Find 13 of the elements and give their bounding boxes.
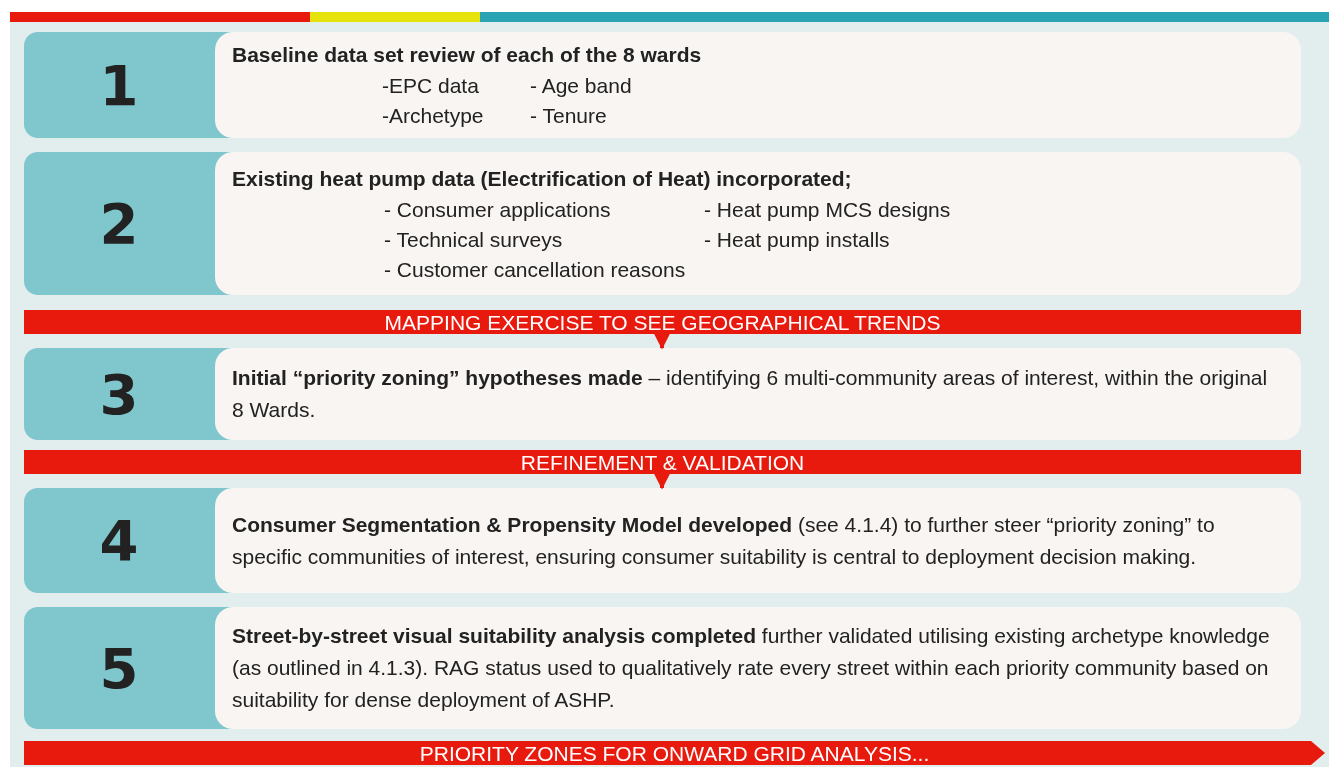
list-item: -EPC data (382, 73, 480, 99)
banner: REFINEMENT & VALIDATION (24, 450, 1301, 474)
list-item: - Technical surveys (384, 226, 564, 253)
arrow (654, 333, 670, 350)
arrow (654, 473, 670, 490)
list-item: - Consumer applications (384, 196, 612, 223)
list-item: - Tenure (530, 103, 608, 129)
list-item: - Heat pump MCS designs (704, 196, 952, 223)
list-item: - Customer cancellation reasons (384, 256, 687, 283)
list-item: - Heat pump installs (704, 226, 891, 253)
banner: MAPPING EXERCISE TO SEE GEOGRAPHICAL TRENDS (24, 310, 1301, 334)
list-item: -Archetype (382, 103, 485, 129)
list-item: - Age band (530, 73, 633, 99)
